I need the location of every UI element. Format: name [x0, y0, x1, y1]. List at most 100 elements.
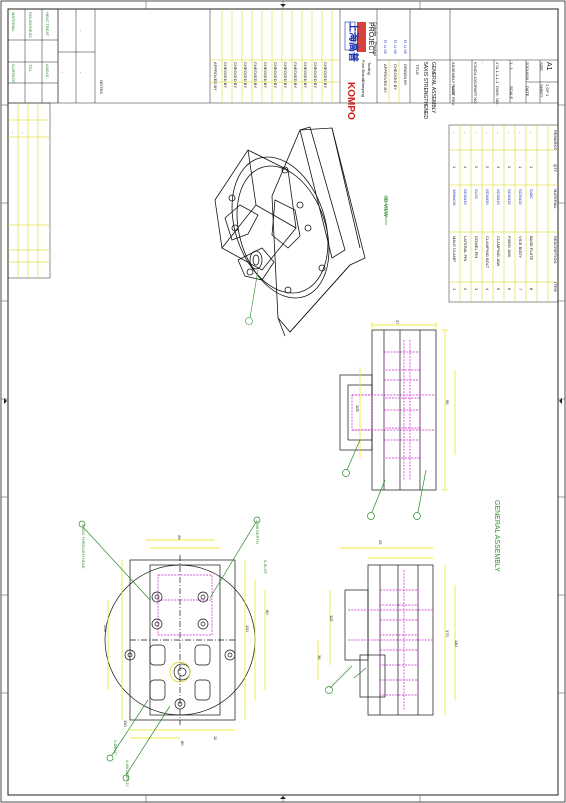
rev-col-4: CHECKED BY [253, 62, 258, 89]
rev-col-11: CHECKED BY [323, 62, 328, 89]
row-val-2: - [481, 62, 486, 64]
left-val-1: - [79, 30, 84, 32]
rev-col-10: CHECKED BY [313, 62, 318, 89]
rev-col-3: CHECKED BY [243, 62, 248, 89]
bom-material: SCM435 [485, 189, 490, 205]
bom-table-frame [448, 124, 559, 303]
dim-text: 255 [103, 625, 108, 632]
rev-col-6: CHECKED BY [273, 62, 278, 89]
bom-material: SUJ2 [474, 189, 479, 199]
bom-item: 8 [529, 288, 534, 291]
size-label: SIZE [539, 62, 544, 71]
bom-qty: 1 [452, 166, 457, 169]
rev-col-1: CHECKED BY [223, 62, 228, 89]
bom-qty: 2 [474, 166, 479, 169]
plan-view [78, 516, 266, 782]
front-section-view [317, 547, 456, 716]
bom-material: S45C [529, 189, 534, 200]
callout-text: 4-M6 DEEP 12 [125, 760, 130, 787]
iso-balloon [245, 317, 253, 325]
bom-h-desc: DESCRIPTION [553, 236, 558, 264]
rev-col-0: APPROVED BY [213, 62, 218, 91]
left-label-4: TOL. [28, 64, 33, 73]
bom-item: 3 [474, 288, 479, 291]
bom-desc: FIXED JAW [507, 236, 512, 258]
row-val-0: ASSEMBLY PAGE [451, 62, 456, 96]
sheet-inner-border [7, 8, 559, 796]
bom-material: SCM415 [496, 189, 501, 205]
center-mark-top [280, 4, 286, 7]
bom-h-mat: MATERIAL [553, 189, 558, 209]
title-line-1: 5AXIS STRENGTHENED [422, 62, 428, 119]
left-side-table [7, 102, 51, 279]
bom-remarks: - [463, 132, 468, 134]
bom-item: 4 [485, 288, 490, 291]
callout-text: 2-M12 THROUGH HOLE [81, 524, 86, 569]
row-val-5: 2019-8/26 [525, 62, 530, 81]
bom-qty: 1 [529, 166, 534, 169]
checked-by: CHECKED BY [393, 64, 398, 91]
dim-text: 60 [265, 610, 270, 615]
bom-qty: 2 [507, 166, 512, 169]
bom-h-item: ITEM [553, 282, 558, 292]
bom-material: SCM415 [507, 189, 512, 205]
size-value: A1 [545, 62, 552, 71]
dim-text: 36 [317, 655, 322, 660]
bom-h-qty: QTY [553, 164, 558, 173]
rev-col-8: CHECKED BY [293, 62, 298, 89]
project-desc-1: Four Brands [361, 60, 366, 83]
sheet-value: 1 OF 1 [545, 84, 550, 97]
logo-text: KOMPO [345, 82, 356, 120]
rev-col-5: CHECKED BY [263, 62, 268, 89]
row-val-3: 17A-1-1-1-1 [495, 62, 500, 84]
drawn-val: R. Ll 09 [403, 40, 408, 54]
dim-text: 80 [180, 741, 185, 746]
project-desc-5: Product [373, 42, 378, 56]
title-line-2: GENERAL ASSEMBLY [430, 62, 436, 114]
left-val-5: - [21, 132, 26, 134]
left-val-2: - [61, 72, 66, 74]
company-name: 上海高普 [347, 22, 358, 62]
dim-text: 120 [245, 625, 250, 632]
rev-col-7: CHECKED BY [283, 62, 288, 89]
bom-material: 16MnCr5 [452, 189, 457, 206]
row-label-1: PART NO. [473, 86, 478, 105]
bom-desc: LATERAL PIN [463, 236, 468, 262]
dim-text: 140 [454, 640, 459, 647]
bom-qty: 1 [518, 166, 523, 169]
left-val-0: - [61, 30, 66, 32]
rev-col-9: CHECKED BY [303, 62, 308, 89]
side-section-view [339, 322, 456, 520]
logo-box [344, 21, 356, 51]
dim-text: 99 [445, 400, 450, 405]
center-mark-bottom [280, 796, 286, 799]
row-val-1: K3ND4-10/12 [473, 62, 478, 87]
drawn-by: DRAWN BY [403, 64, 408, 86]
bom-remarks: - [452, 132, 457, 134]
left-val-4: - [11, 132, 16, 134]
row-label-5: DATE [525, 86, 530, 97]
bom-remarks: - [485, 132, 490, 134]
rev-col-2: CHECKED BY [233, 62, 238, 89]
bom-remarks: - [529, 132, 534, 134]
bom-qty: 1 [463, 166, 468, 169]
dim-text: 170 [445, 630, 450, 637]
iso-view [214, 126, 366, 337]
logo-mark [357, 22, 366, 52]
project-desc-4: Cylinder [373, 22, 378, 37]
dim-text: 105 [355, 405, 360, 412]
row-label-4: SCALE [509, 86, 514, 100]
project-desc-2: Clamping [361, 80, 366, 97]
general-assembly-label: GENERAL ASSEMBLY [493, 500, 500, 572]
bom-desc: VICE BODY [518, 236, 523, 258]
project-desc-3: Tooling [367, 62, 372, 75]
row-label-3: DWG. NO. [495, 86, 500, 106]
callout-text: 4-M8 DEPTH [255, 520, 260, 544]
iso-leader [249, 269, 259, 319]
title-label: TITLE [415, 64, 420, 75]
row-val-4: 1 : 1 [509, 62, 514, 70]
bom-material: SCM415 [463, 189, 468, 205]
approved-val: R. Ll 09 [383, 40, 388, 54]
